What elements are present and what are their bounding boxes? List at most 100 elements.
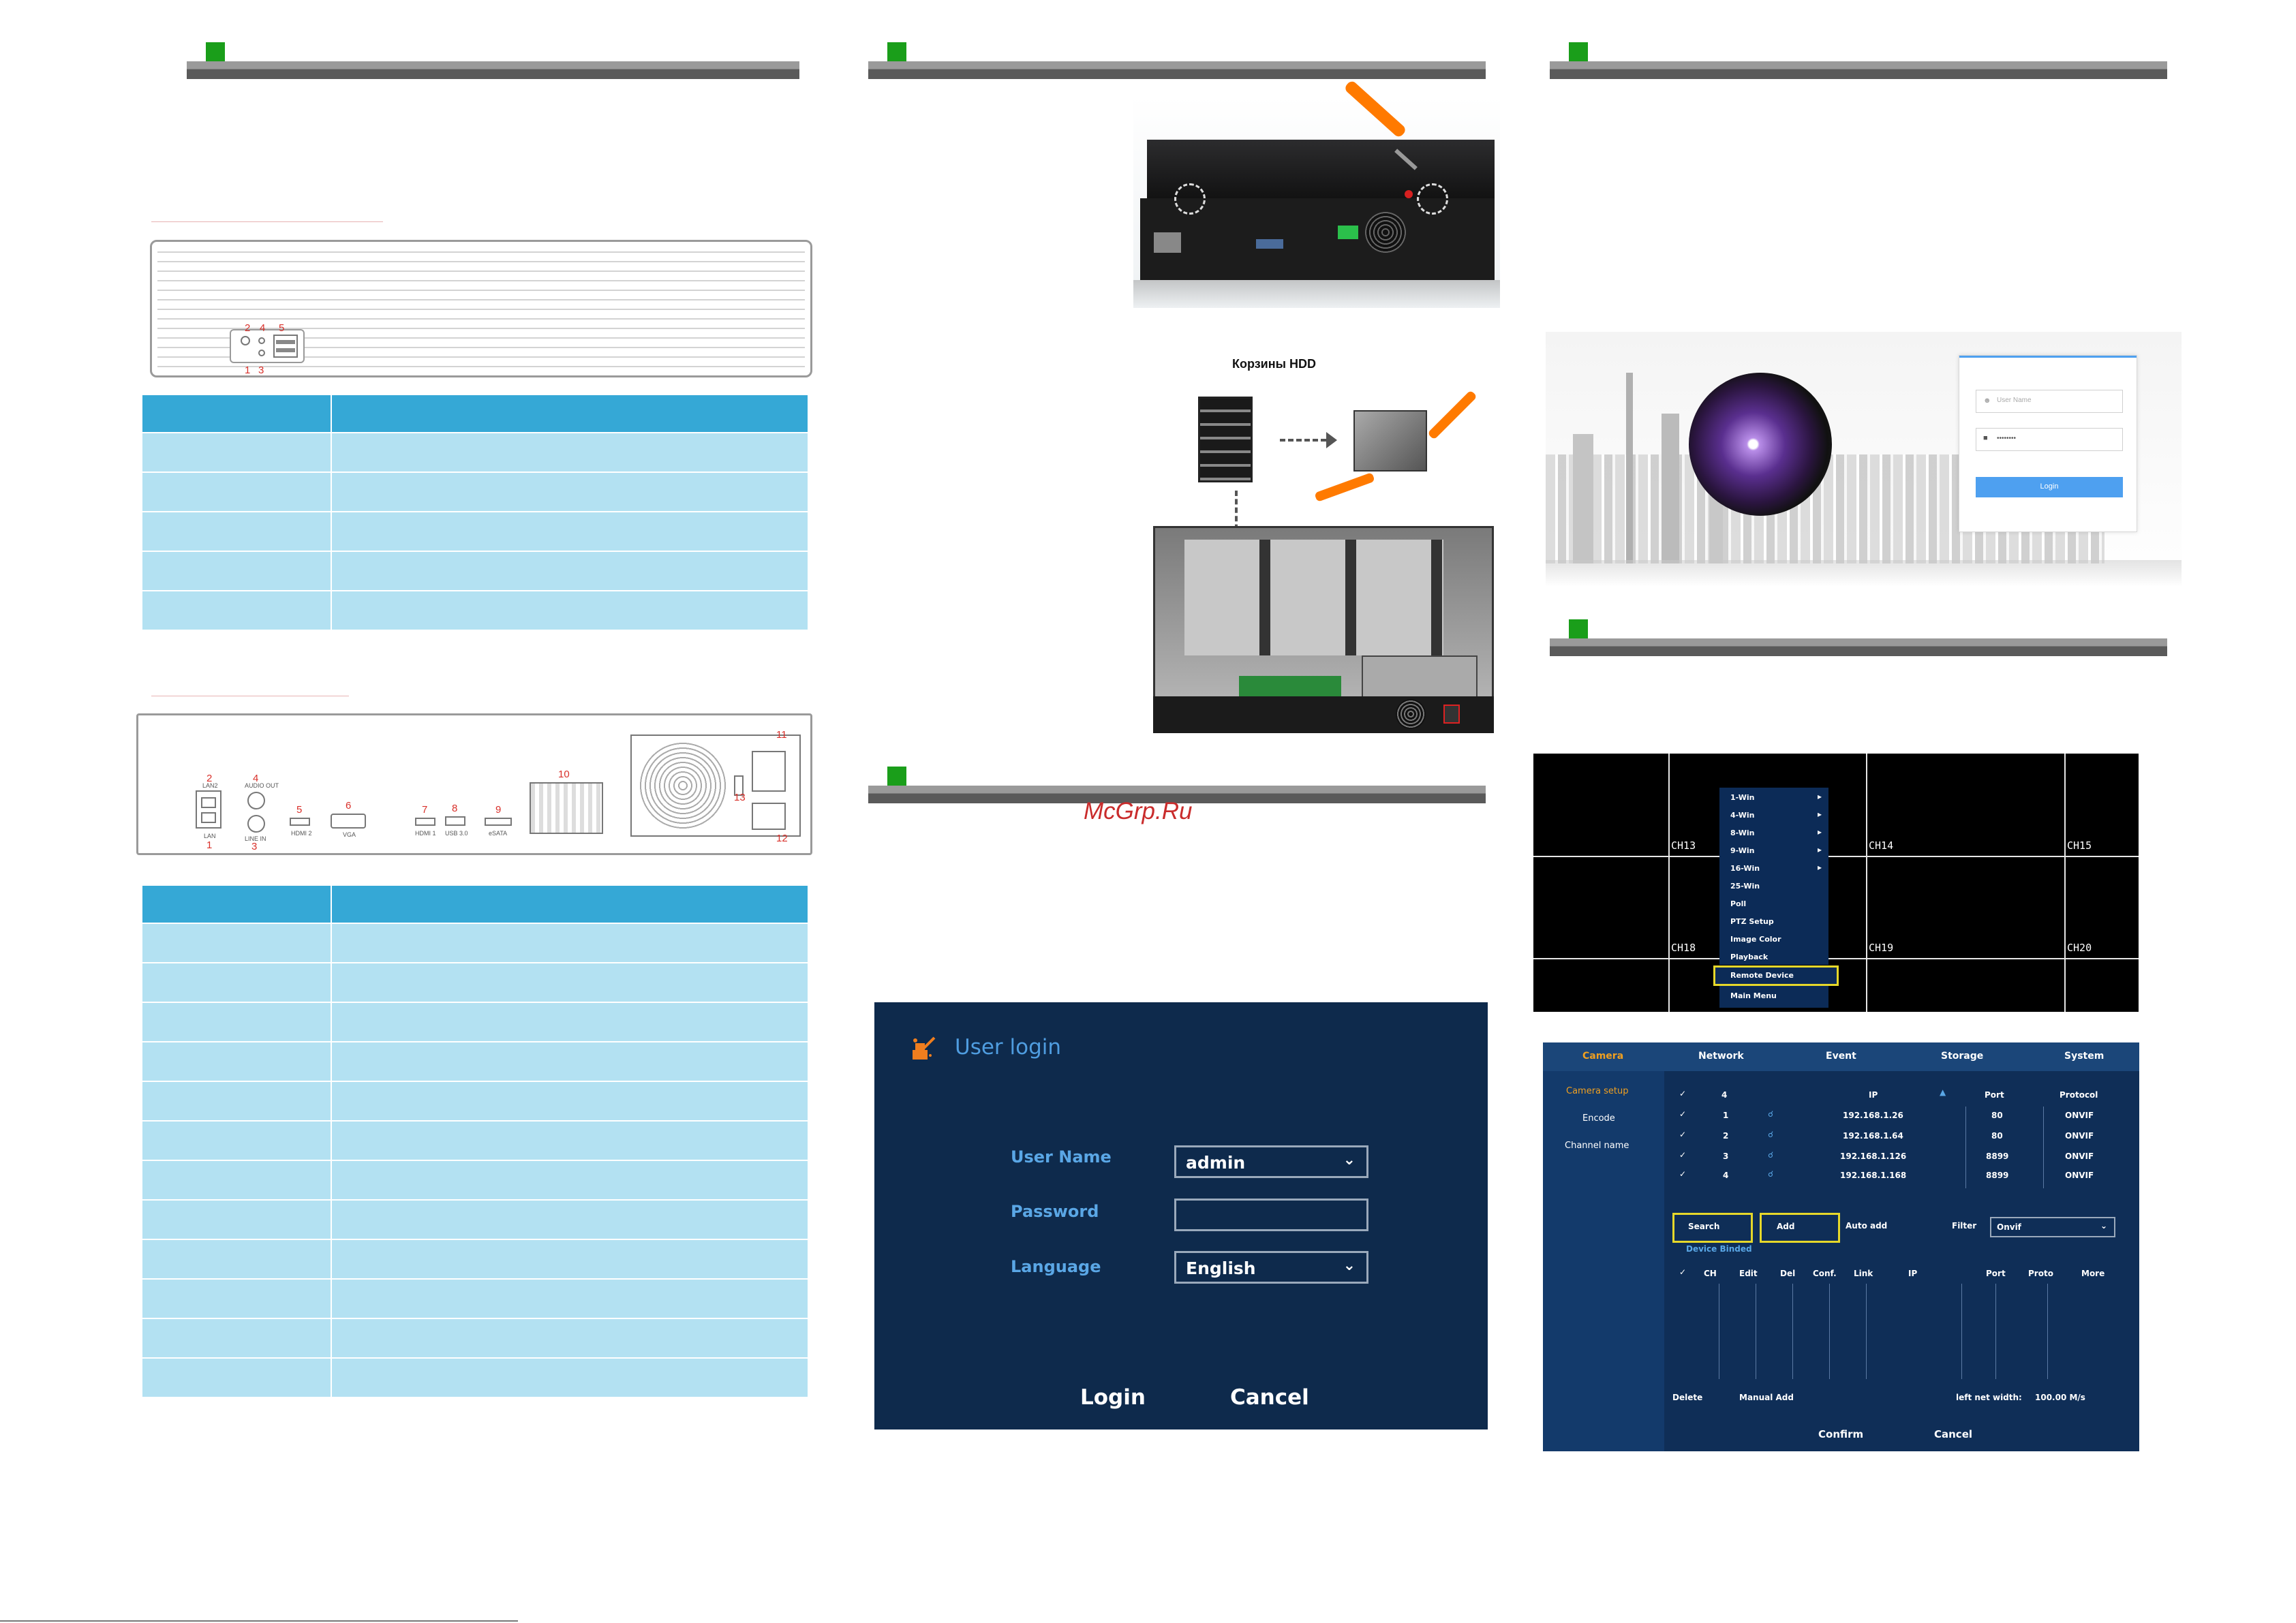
table-header-row (141, 394, 809, 433)
menu-item[interactable]: 1-Win (1730, 793, 1755, 802)
port-label: AUDIO OUT (245, 782, 279, 789)
language-select[interactable]: English ⌄ (1174, 1251, 1368, 1284)
username-label: User Name (1011, 1147, 1112, 1166)
row-check-icon[interactable]: ✓ (1679, 1109, 1687, 1119)
row-ip: 192.168.1.168 (1840, 1171, 1907, 1180)
manual-add-button[interactable]: Manual Add (1739, 1393, 1794, 1402)
column-count: 4 (1721, 1090, 1728, 1100)
chevron-right-icon: ▸ (1817, 863, 1822, 872)
user-login-dialog: User login User Name admin ⌄ Password La… (874, 1002, 1488, 1429)
tab-event[interactable]: Event (1826, 1051, 1856, 1062)
cancel-button[interactable]: Cancel (1230, 1385, 1309, 1410)
menu-item[interactable]: Main Menu (1719, 986, 1828, 1008)
add-button[interactable]: Add (1760, 1213, 1840, 1243)
row-check-icon[interactable]: ✓ (1679, 1150, 1687, 1160)
section-bar (868, 61, 1486, 79)
menu-item-label: Remote Device (1730, 971, 1794, 980)
bound-col-link: Link (1854, 1269, 1873, 1278)
table-row (141, 962, 809, 1003)
wrench-icon (910, 1035, 937, 1062)
channel-label: CH15 (2067, 839, 2092, 852)
menu-item-remote-device[interactable]: Remote Device (1713, 965, 1839, 986)
section-square-icon (206, 42, 225, 61)
check-icon[interactable]: ✓ (1679, 1089, 1687, 1098)
menu-item[interactable]: Image Color (1730, 935, 1781, 944)
table-row (141, 1239, 809, 1280)
row-ip: 192.168.1.64 (1843, 1131, 1903, 1141)
table-row (141, 432, 809, 473)
login-button[interactable]: Login (1080, 1385, 1146, 1410)
password-field[interactable] (1174, 1199, 1368, 1231)
row-protocol: ONVIF (2065, 1111, 2094, 1120)
menu-item[interactable]: 8-Win (1730, 829, 1755, 837)
web-password-input[interactable]: ■ •••••••• (1976, 428, 2123, 451)
confirm-button[interactable]: Confirm (1818, 1428, 1864, 1440)
web-username-input[interactable]: ☻ User Name (1976, 390, 2123, 413)
search-button[interactable]: Search (1672, 1213, 1753, 1243)
watermark-text: McGrp.Ru (1084, 798, 1193, 824)
callout-number: 7 (422, 804, 428, 816)
menu-item[interactable]: 4-Win (1730, 811, 1755, 820)
table-row (141, 590, 809, 631)
sidebar-item-channel-name[interactable]: Channel name (1565, 1141, 1629, 1151)
language-label: Language (1011, 1257, 1101, 1276)
table-row (141, 1318, 809, 1359)
row-check-icon[interactable]: ✓ (1679, 1130, 1687, 1139)
sort-up-icon: ▲ (1940, 1087, 1946, 1097)
dvr-case-photo (1133, 79, 1500, 308)
tab-bar: Camera Network Event Storage System (1543, 1042, 2139, 1071)
page-bottom-rule (0, 1620, 518, 1622)
sidebar-item-encode[interactable]: Encode (1582, 1113, 1615, 1124)
menu-item[interactable]: 16-Win (1730, 864, 1760, 873)
chevron-down-icon: ⌄ (1343, 1257, 1356, 1274)
tab-camera[interactable]: Camera (1582, 1051, 1624, 1062)
subheading-underline (151, 221, 383, 222)
menu-item[interactable]: 9-Win (1730, 846, 1755, 855)
row-num: 4 (1723, 1171, 1729, 1180)
channel-label: CH20 (2067, 942, 2092, 954)
menu-item[interactable]: Playback (1730, 953, 1769, 961)
sidebar-item-camera-setup[interactable]: Camera setup (1566, 1086, 1629, 1096)
row-ip: 192.168.1.26 (1843, 1111, 1903, 1120)
table-row (141, 1357, 809, 1398)
callout-number: 5 (279, 322, 285, 334)
row-port: 8899 (1986, 1151, 2009, 1161)
callout-number: 6 (346, 800, 352, 812)
table-row (141, 1041, 809, 1082)
tab-network[interactable]: Network (1698, 1051, 1744, 1062)
cancel-button[interactable]: Cancel (1934, 1428, 1973, 1440)
bound-col-more: More (2081, 1269, 2105, 1278)
add-label: Add (1777, 1222, 1795, 1231)
tab-system[interactable]: System (2064, 1051, 2104, 1062)
row-num: 3 (1723, 1151, 1729, 1161)
web-login-button[interactable]: Login (1976, 477, 2123, 497)
menu-item[interactable]: 25-Win (1730, 882, 1760, 891)
fan-grille (630, 735, 801, 837)
section-square-icon (1569, 42, 1588, 61)
row-check-icon[interactable]: ✓ (1679, 1169, 1687, 1179)
row-protocol: ONVIF (2065, 1131, 2094, 1141)
callout-number: 2 (206, 773, 213, 784)
menu-item[interactable]: Poll (1730, 899, 1747, 908)
tab-storage[interactable]: Storage (1941, 1051, 1984, 1062)
table-row (141, 1002, 809, 1042)
table-row (141, 1120, 809, 1161)
bound-col-conf: Conf. (1813, 1269, 1837, 1278)
filter-select[interactable]: Onvif ⌄ (1990, 1217, 2115, 1237)
username-value: admin (1186, 1153, 1246, 1173)
row-protocol: ONVIF (2065, 1171, 2094, 1180)
menu-item[interactable]: PTZ Setup (1730, 917, 1774, 926)
hdd-caption: Корзины HDD (1232, 357, 1316, 371)
delete-button[interactable]: Delete (1672, 1393, 1703, 1402)
port-label: LAN2 (202, 782, 218, 789)
column-ip: IP (1869, 1090, 1878, 1100)
check-icon[interactable]: ✓ (1679, 1267, 1687, 1277)
net-width-value: 100.00 M/s (2035, 1393, 2085, 1402)
web-username-placeholder: User Name (1997, 397, 2032, 404)
chevron-right-icon: ▸ (1817, 809, 1822, 819)
port-label: LINE IN (245, 835, 266, 842)
username-select[interactable]: admin ⌄ (1174, 1145, 1368, 1178)
auto-add-option[interactable]: Auto add (1846, 1221, 1888, 1231)
channel-label: CH14 (1869, 839, 1894, 852)
port-label: USB 3.0 (445, 830, 468, 837)
